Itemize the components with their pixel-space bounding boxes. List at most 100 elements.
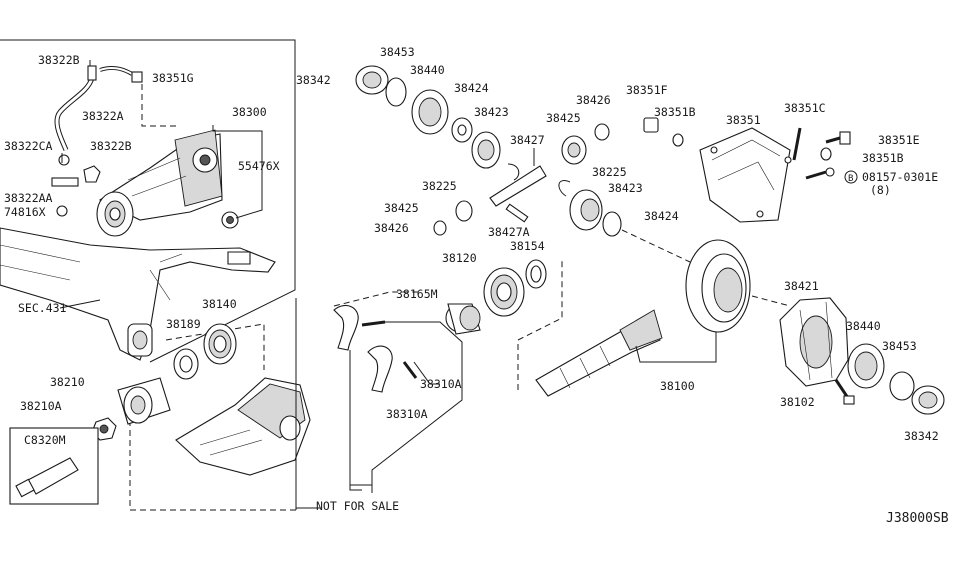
label-38427: 38427 bbox=[510, 133, 545, 147]
label-55476X: 55476X bbox=[238, 159, 280, 173]
bolt-38310A-1 bbox=[361, 320, 386, 327]
label-38425-left: 38425 bbox=[384, 201, 419, 215]
bolt-38310A-2 bbox=[402, 361, 418, 379]
sealant-tube bbox=[15, 457, 79, 498]
label-38140: 38140 bbox=[202, 297, 237, 311]
label-38440-right: 38440 bbox=[846, 319, 881, 333]
label-38100: 38100 bbox=[660, 379, 695, 393]
washer-38424-right bbox=[602, 211, 622, 237]
diagram-id: J38000SB bbox=[886, 511, 949, 526]
label-38322B-mid: 38322B bbox=[90, 139, 132, 153]
rear-cover-38351 bbox=[699, 127, 792, 223]
label-38322CA: 38322CA bbox=[4, 139, 53, 153]
seal-55476X-hole bbox=[226, 216, 234, 224]
collapsible-spacer-38165M bbox=[445, 303, 481, 335]
label-38351: 38351 bbox=[726, 113, 761, 127]
label-38440-top: 38440 bbox=[410, 63, 445, 77]
bolt-38351E bbox=[825, 131, 851, 145]
label-38423-top: 38423 bbox=[474, 105, 509, 119]
label-38322B-top: 38322B bbox=[38, 53, 80, 67]
seal-38342-top bbox=[355, 65, 389, 95]
bearing-38440-right bbox=[847, 343, 885, 389]
caps-38310A bbox=[333, 305, 393, 393]
label-38210: 38210 bbox=[50, 375, 85, 389]
plug-38351F bbox=[643, 117, 659, 133]
clip-38225-right bbox=[558, 180, 571, 197]
label-38453-right: 38453 bbox=[882, 339, 917, 353]
box-top-lower-left bbox=[165, 323, 265, 370]
leader-dash-ring bbox=[621, 229, 691, 263]
leader-nfs-b bbox=[350, 484, 373, 493]
label-not-for-sale: NOT FOR SALE bbox=[316, 499, 399, 513]
label-38310A-1: 38310A bbox=[420, 377, 462, 391]
washer-74816X bbox=[56, 205, 68, 217]
bearing-38440-top bbox=[411, 89, 449, 135]
leader-38351G bbox=[141, 84, 180, 127]
label-C8320M: C8320M bbox=[24, 433, 66, 447]
label-38351F: 38351F bbox=[626, 83, 668, 97]
bearing-38140 bbox=[203, 323, 237, 365]
label-38300: 38300 bbox=[232, 105, 267, 119]
label-38342-top: 38342 bbox=[296, 73, 331, 87]
label-38351E: 38351E bbox=[878, 133, 920, 147]
washer-38154 bbox=[525, 259, 547, 289]
stud-38351C bbox=[792, 127, 802, 161]
pinion-washer-38425-left bbox=[455, 200, 473, 222]
label-38424-top: 38424 bbox=[454, 81, 489, 95]
label-38322A: 38322A bbox=[82, 109, 124, 123]
side-gear-38423-right bbox=[569, 189, 603, 231]
box-lower-left bbox=[129, 390, 296, 511]
leader-nfs-a bbox=[349, 350, 362, 491]
label-38165M: 38165M bbox=[396, 287, 438, 301]
drive-pinion-38100 bbox=[535, 309, 663, 397]
leader-38310A-1 bbox=[371, 321, 463, 493]
washer-38424-top bbox=[451, 117, 473, 143]
housing-lower bbox=[175, 377, 311, 476]
shim-38453-right bbox=[889, 371, 915, 401]
pin-38427A bbox=[505, 203, 529, 223]
label-38453-top: 38453 bbox=[380, 45, 415, 59]
label-38351B-top: 38351B bbox=[654, 105, 696, 119]
label-38225-left: 38225 bbox=[422, 179, 457, 193]
box-pinion bbox=[517, 258, 563, 390]
label-38210A: 38210A bbox=[20, 399, 62, 413]
label-38423-right: 38423 bbox=[608, 181, 643, 195]
label-08157-qty: (8) bbox=[870, 183, 891, 197]
label-38351G: 38351G bbox=[152, 71, 194, 85]
breather-hose bbox=[51, 65, 143, 187]
label-38102: 38102 bbox=[780, 395, 815, 409]
bolt-38102 bbox=[834, 379, 855, 405]
diff-case-38421 bbox=[779, 297, 849, 387]
label-74816X: 74816X bbox=[4, 205, 46, 219]
label-38342-right: 38342 bbox=[904, 429, 939, 443]
shaft-38427 bbox=[489, 165, 547, 207]
label-38351C: 38351C bbox=[784, 101, 826, 115]
bearing-38189 bbox=[173, 348, 199, 380]
label-08157: 08157-0301E bbox=[862, 170, 938, 184]
bolt-08157 bbox=[805, 167, 835, 180]
final-drive-assembly bbox=[96, 129, 223, 237]
washer-38351B-top bbox=[672, 133, 684, 147]
pinion-38425-right bbox=[561, 135, 587, 165]
clip-38225-left bbox=[507, 163, 520, 181]
shim-38453-top bbox=[385, 77, 407, 107]
label-38427A: 38427A bbox=[488, 225, 530, 239]
leader-sec431 bbox=[59, 299, 101, 309]
leader-38300 bbox=[212, 125, 263, 219]
bearing-38120 bbox=[483, 267, 525, 317]
washer-38351B-right bbox=[820, 147, 832, 161]
label-38426-right: 38426 bbox=[576, 93, 611, 107]
label-38310A-2: 38310A bbox=[386, 407, 428, 421]
thrust-washer-38426-left bbox=[433, 220, 447, 236]
seal-38342-right bbox=[911, 385, 945, 415]
leader-dash-case bbox=[751, 295, 791, 307]
label-bolt-letter: B bbox=[848, 174, 853, 184]
label-38421: 38421 bbox=[784, 279, 819, 293]
label-sec431: SEC.431 bbox=[18, 301, 67, 315]
ring-gear-38100 bbox=[685, 239, 751, 333]
label-38425-right: 38425 bbox=[546, 111, 581, 125]
label-38322AA: 38322AA bbox=[4, 191, 53, 205]
label-38424-right: 38424 bbox=[644, 209, 679, 223]
rear-subframe bbox=[0, 227, 276, 361]
